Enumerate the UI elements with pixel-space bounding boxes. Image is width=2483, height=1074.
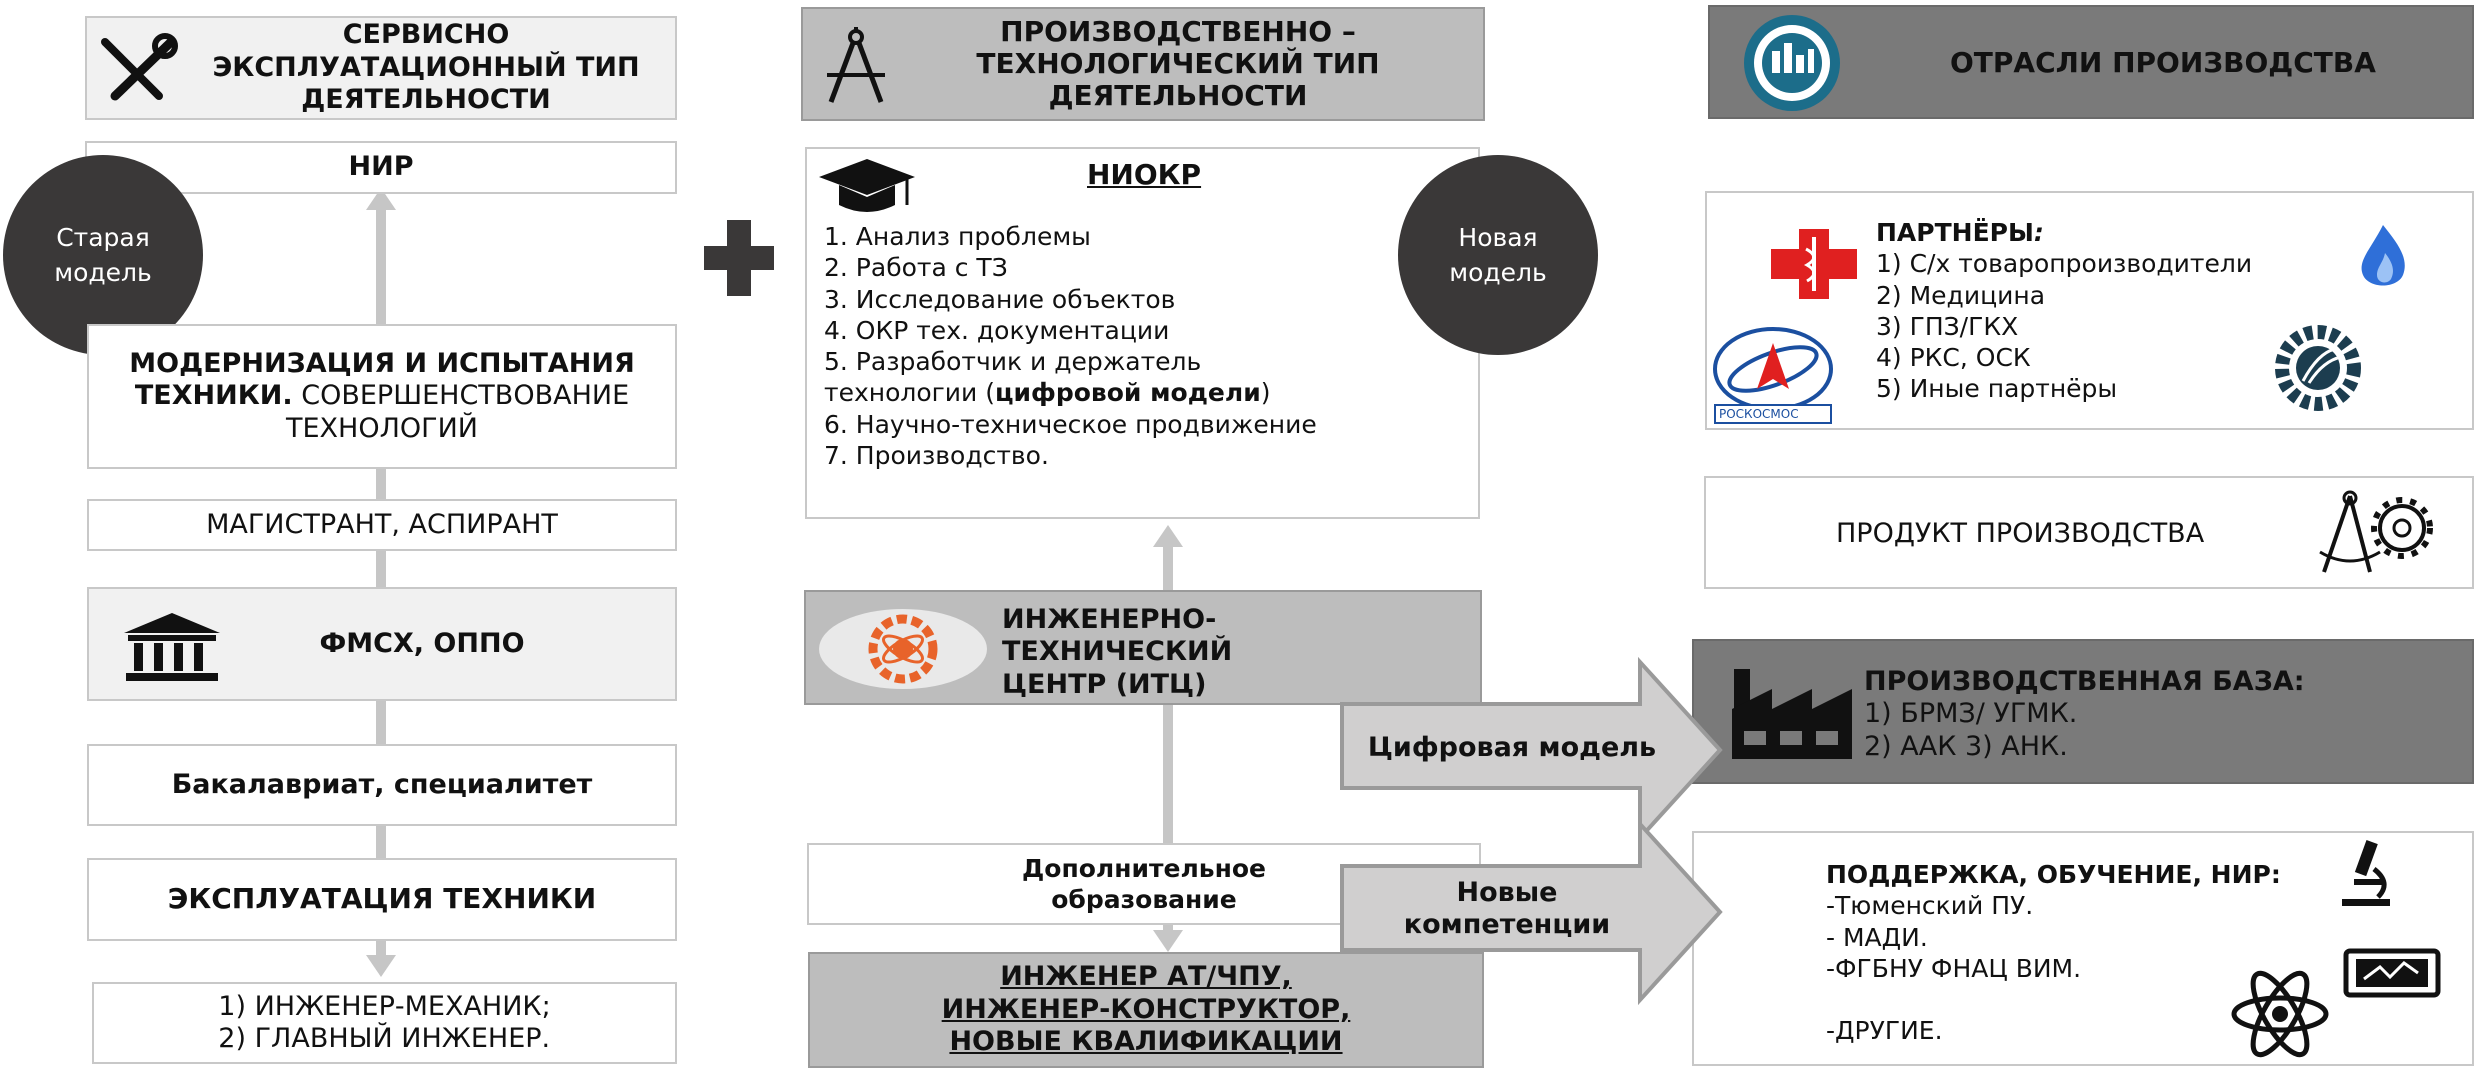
niokr-item-5: 5. Разработчик и держатель технологии ( [824, 347, 1202, 408]
modernization-bold: МОДЕРНИЗАЦИЯ И ИСПЫТАНИЯ ТЕХНИКИ. [129, 347, 635, 412]
compass-icon [827, 27, 885, 103]
production-header: ПРОИЗВОДСТВЕННО – ТЕХНОЛОГИЧЕСКИЙ ТИП ДЕ… [801, 7, 1485, 121]
production-base-title: ПРОИЗВОДСТВЕННАЯ БАЗА: [1864, 666, 2305, 697]
engineers-box: 1) ИНЖЕНЕР-МЕХАНИК; 2) ГЛАВНЫЙ ИНЖЕНЕР. [92, 982, 677, 1064]
left-arrow-down [366, 955, 396, 977]
roscosmos-logo [1713, 327, 1833, 424]
production-base-line-2: 2) ААК 3) АНК. [1864, 730, 2068, 762]
gas-flame-icon [2361, 225, 2405, 286]
support-box: ПОДДЕРЖКА, ОБУЧЕНИЕ, НИР: -Тюменский ПУ.… [1692, 831, 2474, 1066]
left-arrow-up [366, 188, 396, 210]
itc-label: ИНЖЕНЕРНО-ТЕХНИЧЕСКИЙ ЦЕНТР (ИТЦ) [1002, 604, 1233, 700]
new-competencies-arrow [1340, 818, 1723, 1006]
institution-icon [124, 613, 220, 681]
partners-title: ПАРТНЁРЫ [1876, 218, 2034, 247]
engineer-at-line-3: НОВЫЕ КВАЛИФИКАЦИИ [949, 1026, 1343, 1058]
engineer-item-1: 1) ИНЖЕНЕР-МЕХАНИК; [218, 990, 551, 1022]
partner-item-2: 2) Медицина [1876, 280, 2046, 310]
partners-colon: : [2033, 218, 2044, 247]
partners-box: РОСКОСМОС ПАРТНЁРЫ: 1) С/х товаропроизво… [1705, 191, 2474, 430]
production-header-title: ПРОИЗВОДСТВЕННО – ТЕХНОЛОГИЧЕСКИЙ ТИП ДЕ… [976, 14, 1380, 113]
plus-icon [704, 220, 774, 296]
graduation-cap-icon [819, 159, 915, 212]
niokr-box: НИОКР 1. Анализ проблемы 2. Работа с ТЗ … [805, 147, 1480, 519]
compass-gear-icon [2319, 490, 2433, 573]
middle-arrow-down [1153, 930, 1183, 952]
exploitation-box: ЭКСПЛУАТАЦИЯ ТЕХНИКИ [87, 858, 677, 941]
niokr-item-4: 4. ОКР тех. документации [824, 315, 1170, 345]
support-line-3: -ФГБНУ ФНАЦ ВИМ. [1826, 953, 2082, 983]
industries-header: ОТРАСЛИ ПРОИЗВОДСТВА [1708, 5, 2474, 119]
partner-item-4: 4) РКС, ОСК [1876, 343, 2031, 372]
partner-item-1: 1) С/х товаропроизводители [1876, 249, 2253, 279]
master-box: МАГИСТРАНТ, АСПИРАНТ [87, 499, 677, 551]
tools-icon [101, 33, 178, 101]
niokr-item-2: 2. Работа с ТЗ [824, 253, 1008, 283]
niokr-item-1: 1. Анализ проблемы [824, 222, 1091, 251]
additional-edu-label: Дополнительное образование [1022, 853, 1266, 914]
left-connector-line [376, 195, 386, 970]
new-competencies-label: Новые компетенции [1403, 877, 1611, 941]
old-model-label: Старая модель [54, 223, 152, 287]
microscope-icon [2342, 840, 2390, 906]
niokr-item-7: 7. Производство. [824, 440, 1049, 470]
medical-cross-icon [1771, 229, 1857, 299]
partner-item-5: 5) Иные партнёры [1876, 374, 2118, 404]
partner-item-3: 3) ГПЗ/ГКХ [1876, 311, 2019, 341]
middle-arrow-up [1153, 525, 1183, 547]
niokr-item-6: 6. Научно-техническое продвижение [824, 409, 1317, 439]
service-header-title: СЕРВИСНО ЭКСПЛУАТАЦИОННЫЙ ТИП ДЕЯТЕЛЬНОС… [212, 19, 640, 116]
itc-gear-atom-icon [819, 609, 987, 689]
engineer-at-line-2: ИНЖЕНЕР-КОНСТРУКТОР, [941, 993, 1351, 1025]
lab-device-icon [2343, 948, 2441, 998]
digital-model-label: Цифровая модель [1367, 732, 1657, 763]
modernization-rest: СОВЕРШЕНСТВОВАНИЕ ТЕХНОЛОГИЙ [285, 380, 630, 444]
engineer-at-line-1: ИНЖЕНЕР АТ/ЧПУ, [1000, 961, 1292, 993]
niokr-item-5-bold: цифровой модели [994, 378, 1261, 408]
niokr-item-3: 3. Исследование объектов [824, 284, 1176, 314]
product-label: ПРОДУКТ ПРОИЗВОДСТВА [1836, 518, 2205, 549]
modernization-box: МОДЕРНИЗАЦИЯ И ИСПЫТАНИЯ ТЕХНИКИ. СОВЕРШ… [87, 324, 677, 469]
roscosmos-label: РОСКОСМОС [1719, 407, 1799, 421]
nir-box: НИР [85, 141, 677, 194]
new-model-circle: Новая модель [1398, 155, 1598, 355]
old-model-circle: Старая модель [3, 155, 203, 355]
fmsh-box: ФМСХ, ОППО [87, 587, 677, 701]
niokr-item-5-end: ) [1260, 378, 1271, 408]
factory-icon [1732, 669, 1852, 759]
support-title: ПОДДЕРЖКА, ОБУЧЕНИЕ, НИР: [1826, 860, 2281, 889]
production-base-line-1: 1) БРМЗ/ УГМК. [1864, 698, 2078, 730]
fmsh-label: ФМСХ, ОППО [319, 627, 525, 659]
product-box: ПРОДУКТ ПРОИЗВОДСТВА [1704, 476, 2474, 589]
engineer-item-2: 2) ГЛАВНЫЙ ИНЖЕНЕР. [218, 1023, 551, 1054]
support-line-5: -ДРУГИЕ. [1826, 1016, 1943, 1045]
service-header: СЕРВИСНО ЭКСПЛУАТАЦИОННЫЙ ТИП ДЕЯТЕЛЬНОС… [85, 16, 677, 120]
industry-gear-logo [1744, 15, 1840, 111]
itc-box: ИНЖЕНЕРНО-ТЕХНИЧЕСКИЙ ЦЕНТР (ИТЦ) [804, 590, 1482, 705]
bachelor-box: Бакалавриат, специалитет [87, 744, 677, 826]
production-base-box: ПРОИЗВОДСТВЕННАЯ БАЗА: 1) БРМЗ/ УГМК. 2)… [1692, 639, 2474, 784]
niokr-title: НИОКР [1087, 158, 1202, 191]
support-line-4 [1826, 984, 2281, 1015]
atom-icon [2231, 970, 2329, 1058]
digital-model-arrow [1340, 656, 1723, 844]
agriculture-gear-icon [2275, 325, 2361, 411]
support-line-2: - МАДИ. [1826, 922, 1928, 952]
engineer-at-box: ИНЖЕНЕР АТ/ЧПУ, ИНЖЕНЕР-КОНСТРУКТОР, НОВ… [808, 952, 1484, 1068]
middle-connector-line [1163, 540, 1173, 940]
new-model-label: Новая модель [1449, 223, 1547, 287]
industries-header-title: ОТРАСЛИ ПРОИЗВОДСТВА [1950, 46, 2376, 79]
support-line-1: -Тюменский ПУ. [1826, 891, 2034, 921]
